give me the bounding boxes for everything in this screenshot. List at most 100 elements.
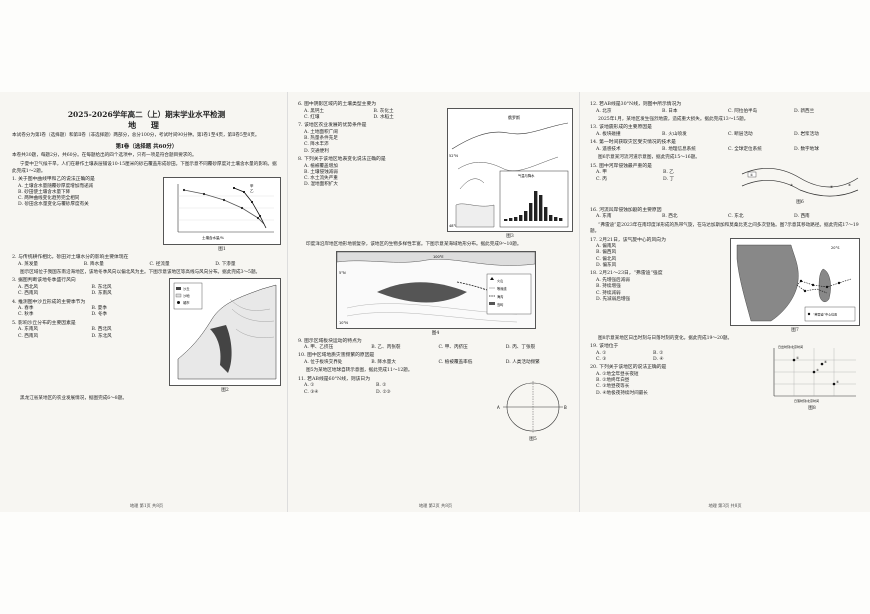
option[interactable]: D. 砂田含水量变化与覆砂厚度有关: [18, 202, 89, 208]
option[interactable]: A. ①地全年昼长夜短: [596, 371, 639, 377]
option[interactable]: D. 人类活动频繁: [505, 359, 540, 365]
option[interactable]: D. 下渗量: [215, 261, 236, 267]
option[interactable]: C. 植被覆盖率低: [438, 359, 473, 365]
passage: 印度洋沿岸地区地形地貌复杂，该地区的生物多样性丰富。下图示意某海域地形分布。据此…: [306, 242, 522, 247]
option[interactable]: C. 径流量: [149, 261, 170, 267]
option[interactable]: D. ②③: [376, 389, 391, 395]
option[interactable]: C. 降水丰沛: [304, 142, 329, 148]
latitude-label: 10°N: [339, 321, 348, 325]
option[interactable]: C. 持续减弱: [596, 290, 621, 296]
option[interactable]: A. 西北风: [18, 284, 39, 290]
option[interactable]: A. 植被覆盖增加: [304, 163, 338, 169]
option[interactable]: C. 西南风: [18, 333, 39, 339]
option[interactable]: D. 偏东风: [596, 263, 617, 269]
question-6: 6. 图中阴影区域内的土壤类型主要为: [298, 102, 377, 107]
option[interactable]: C. 阿拉伯半岛: [728, 108, 758, 114]
option[interactable]: B. 西北: [662, 214, 678, 220]
option[interactable]: B. 灰化土: [373, 108, 394, 114]
option[interactable]: C. 全球定位系统: [728, 146, 762, 152]
passage: 图6示意某河流河道示意图，据此完成15～16题。: [598, 155, 700, 161]
option[interactable]: B. 火山喷发: [662, 131, 687, 137]
river-label: ②: [790, 183, 793, 187]
option[interactable]: D. 先减弱后增强: [596, 296, 631, 302]
figure-caption: 图1: [218, 247, 226, 252]
option[interactable]: D. 交通便利: [304, 148, 329, 154]
precipitation-bar: [554, 217, 558, 221]
option[interactable]: B. 持续增强: [596, 284, 621, 290]
option[interactable]: D. ④: [653, 356, 664, 362]
option[interactable]: A. 偏南风: [596, 244, 617, 250]
option[interactable]: A. ①: [596, 350, 607, 356]
option[interactable]: C. ③地昼夜等长: [596, 384, 630, 390]
question-13: 13. 该地震形成的主要原因是: [590, 125, 652, 131]
option[interactable]: B. 偏西风: [596, 250, 617, 256]
option[interactable]: B. 东北风: [91, 284, 112, 290]
option[interactable]: D. 数字地球: [794, 146, 819, 152]
legend-b: 乙: [250, 188, 254, 193]
option[interactable]: A. 蒸发量: [18, 261, 39, 267]
option[interactable]: C. 偏北风: [596, 256, 617, 262]
legend-item: 等深线: [497, 286, 507, 291]
figure-7: 20°S “弗雷迪”中心位置: [730, 237, 860, 326]
option[interactable]: A. 春季: [18, 306, 34, 312]
option[interactable]: A. 甲、乙挤压: [304, 345, 334, 351]
option[interactable]: C. 两种曲线变化趋势完全相同: [18, 196, 80, 202]
option[interactable]: C. 秋季: [18, 312, 34, 318]
passage: 图8示意某地区日出时刻与日落时刻的变化。据此完成19～20题。: [598, 335, 733, 341]
option[interactable]: D. 东北风: [91, 333, 112, 339]
option[interactable]: A. 甲: [596, 170, 607, 176]
option[interactable]: C. ③: [596, 356, 607, 362]
precipitation-bar: [519, 215, 523, 221]
option[interactable]: B. 乙、丙张裂: [371, 345, 401, 351]
option[interactable]: B. ②地终年白昼: [596, 378, 630, 384]
option[interactable]: C. ③④: [304, 389, 319, 395]
option[interactable]: D. 冬季: [91, 312, 108, 318]
option[interactable]: C. 东北: [728, 214, 744, 220]
question-17-options: A. 偏南风 B. 偏西风 C. 偏北风 D. 偏东风: [590, 244, 726, 269]
volcano-icon: [489, 276, 494, 280]
option[interactable]: A. 东南风: [18, 327, 39, 333]
option[interactable]: B. 降水量: [83, 261, 104, 267]
question-20: 20. 下列关于该地区的说法正确的是: [590, 365, 667, 371]
option[interactable]: D. 丙、丁张裂: [505, 345, 536, 351]
option[interactable]: B. 降水量大: [371, 359, 396, 365]
option[interactable]: D. 湿地面积扩大: [304, 182, 339, 188]
option[interactable]: A. 黑钙土: [304, 108, 325, 114]
option[interactable]: D. 水稻土: [373, 114, 394, 120]
figure-4: 100°E 5°N 10°N 火山 等深线 海沟 岛屿: [335, 250, 536, 329]
option[interactable]: D. 岩浆活动: [794, 131, 819, 137]
option[interactable]: D. ④地极夜持续时间最长: [596, 390, 648, 396]
option[interactable]: A. 位于板块交界处: [304, 359, 343, 365]
option[interactable]: B. 地理信息系统: [662, 146, 696, 152]
option[interactable]: B. ②: [376, 383, 387, 389]
option[interactable]: D. 新西兰: [794, 108, 815, 114]
option[interactable]: B. 日本: [662, 108, 678, 114]
option[interactable]: B. 乙: [663, 170, 674, 176]
option[interactable]: A. 先增强后减弱: [596, 277, 630, 283]
option[interactable]: C. 西南风: [18, 291, 39, 297]
question-15: 15. 图中河岸侵蚀最严重的是: [590, 163, 652, 169]
option[interactable]: A. 遥感技术: [596, 146, 621, 152]
option[interactable]: C. 断层活动: [728, 131, 753, 137]
passage: 2025年1月，某地区发生强烈地震，造成重大损失。据此完成13～15题。: [598, 116, 749, 122]
precipitation-bar: [524, 211, 528, 221]
option[interactable]: C. 丙: [596, 176, 607, 182]
option[interactable]: B. 砂田使土壤含水量下降: [18, 189, 71, 195]
option[interactable]: A. 板块碰撞: [596, 131, 621, 137]
option[interactable]: B. 西北风: [91, 327, 112, 333]
option[interactable]: A. 北京: [596, 108, 612, 114]
option[interactable]: D. 西南: [794, 214, 810, 220]
option[interactable]: D. 东南风: [91, 291, 112, 297]
option[interactable]: C. 红壤: [304, 114, 320, 120]
option[interactable]: B. 夏季: [91, 306, 107, 312]
option[interactable]: B. ②: [653, 350, 664, 356]
option[interactable]: D. 丁: [663, 176, 675, 182]
option[interactable]: A. 土地面积广阔: [304, 129, 338, 135]
option[interactable]: C. 甲、丙挤压: [438, 345, 468, 351]
option[interactable]: B. 土壤侵蚀减弱: [304, 169, 338, 175]
option[interactable]: B. 热量条件充足: [304, 136, 338, 142]
option[interactable]: C. 水土流失严重: [304, 176, 338, 182]
option[interactable]: A. 土壤含水量随覆砂厚度增加而递减: [18, 183, 94, 189]
option[interactable]: A. 东南: [596, 214, 612, 220]
option[interactable]: A. ①: [304, 383, 315, 389]
